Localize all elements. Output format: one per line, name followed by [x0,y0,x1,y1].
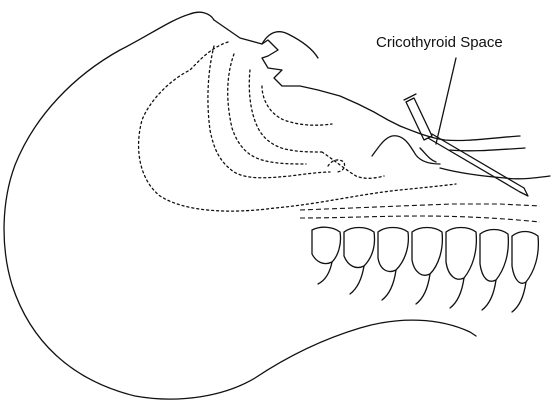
trachea-upper [322,152,384,178]
oral-cavity-outline [228,54,306,164]
palate-outline [249,70,322,152]
skull-base-outline [139,42,456,211]
label-pointer [436,58,456,144]
needle-syringe [404,94,528,196]
cervical-spine [312,227,538,312]
neck-front-lower [450,148,525,151]
tongue-outline [262,86,332,125]
trachea-posterior-wall [300,216,540,222]
head-outline [4,14,476,399]
scalp-notch [190,12,214,20]
nasopharynx-outline [208,46,330,178]
larynx [372,136,440,164]
trachea-anterior-wall [300,204,540,210]
face-profile [214,20,400,126]
cricothyroid-space-label: Cricothyroid Space [376,34,503,51]
